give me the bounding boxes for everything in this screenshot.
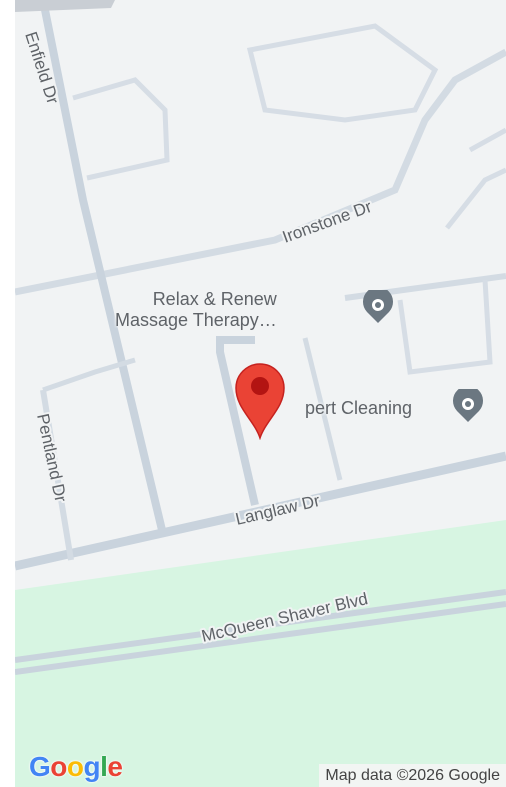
road-label-ironstone: Ironstone Dr: [280, 197, 375, 247]
map-canvas[interactable]: Enfield Dr Ironstone Dr Pentland Dr Lang…: [15, 0, 506, 787]
top-edge-road: [15, 0, 115, 12]
enfield-dr-road: [39, 0, 166, 531]
google-logo-letter: o: [50, 751, 67, 782]
crescent-street: [72, 77, 170, 181]
minor-street: [445, 127, 506, 230]
poi-relax-renew-line2: Massage Therapy…: [115, 310, 277, 330]
google-logo-letter: g: [83, 751, 101, 782]
google-logo-letter: G: [29, 751, 51, 782]
left-margin: [0, 0, 15, 787]
map-base-layer: Enfield Dr Ironstone Dr Pentland Dr Lang…: [15, 0, 506, 787]
google-logo-letter: l: [100, 751, 108, 782]
poi-relax-renew-label[interactable]: Relax & Renew Massage Therapy…: [115, 289, 277, 331]
park-area: [15, 520, 506, 787]
google-logo-letter: e: [107, 751, 123, 782]
langlaw-dr-road: [15, 451, 506, 571]
ironstone-dr-road: [15, 48, 506, 296]
loop-street: [246, 23, 439, 123]
court-road-2: [302, 337, 343, 481]
map-attribution[interactable]: Map data ©2026 Google: [319, 764, 506, 787]
place-pin-icon[interactable]: [361, 290, 395, 324]
court-loop: [397, 279, 493, 375]
side-street: [42, 357, 136, 393]
court-road: [216, 336, 259, 506]
google-logo-letter: o: [66, 751, 84, 782]
place-pin-icon[interactable]: [451, 389, 485, 423]
pentland-dr-road: [40, 389, 74, 561]
mcqueen-shaver-blvd-road: [15, 589, 506, 663]
poi-expert-cleaning-label[interactable]: pert Cleaning: [305, 398, 413, 418]
google-logo[interactable]: Google: [29, 751, 123, 783]
poi-relax-renew-line1: Relax & Renew: [152, 289, 277, 309]
mcqueen-shaver-blvd-road-2: [15, 601, 506, 675]
road-label-langlaw: Langlaw Dr: [234, 491, 322, 529]
road-label-pentland: Pentland Dr: [33, 412, 70, 504]
red-location-marker-icon[interactable]: [232, 362, 288, 440]
